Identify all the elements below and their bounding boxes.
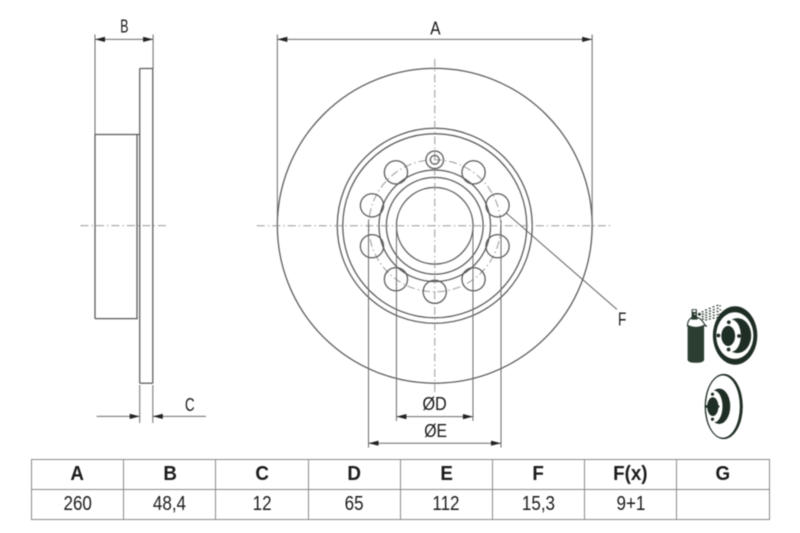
svg-text:B: B: [120, 17, 128, 37]
svg-text:C: C: [185, 395, 195, 415]
svg-text:ØE: ØE: [424, 421, 447, 441]
svg-text:F: F: [618, 310, 626, 330]
svg-text:A: A: [430, 18, 440, 38]
svg-text:ØD: ØD: [422, 394, 446, 414]
